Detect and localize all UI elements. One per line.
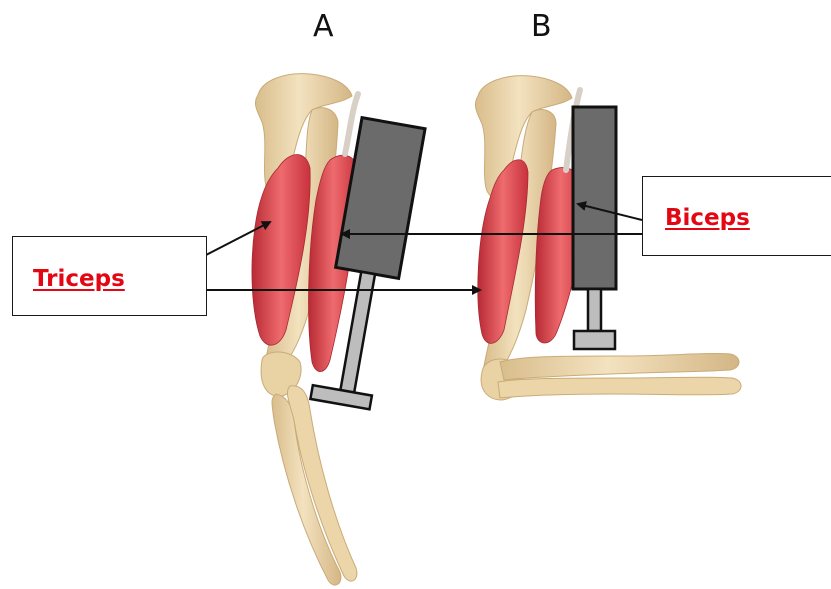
piston-b	[573, 107, 616, 349]
arm-b-radius	[500, 353, 739, 380]
piston-b-cylinder	[573, 107, 616, 289]
triceps-label: Triceps	[33, 268, 125, 291]
panel-label-b: B	[531, 12, 552, 42]
piston-b-foot	[574, 331, 615, 349]
arm-a	[252, 74, 358, 585]
arm-b-ulna	[498, 377, 741, 398]
panel-label-a: A	[313, 12, 334, 42]
piston-b-rod	[588, 289, 601, 331]
biceps-label: Biceps	[665, 207, 750, 230]
